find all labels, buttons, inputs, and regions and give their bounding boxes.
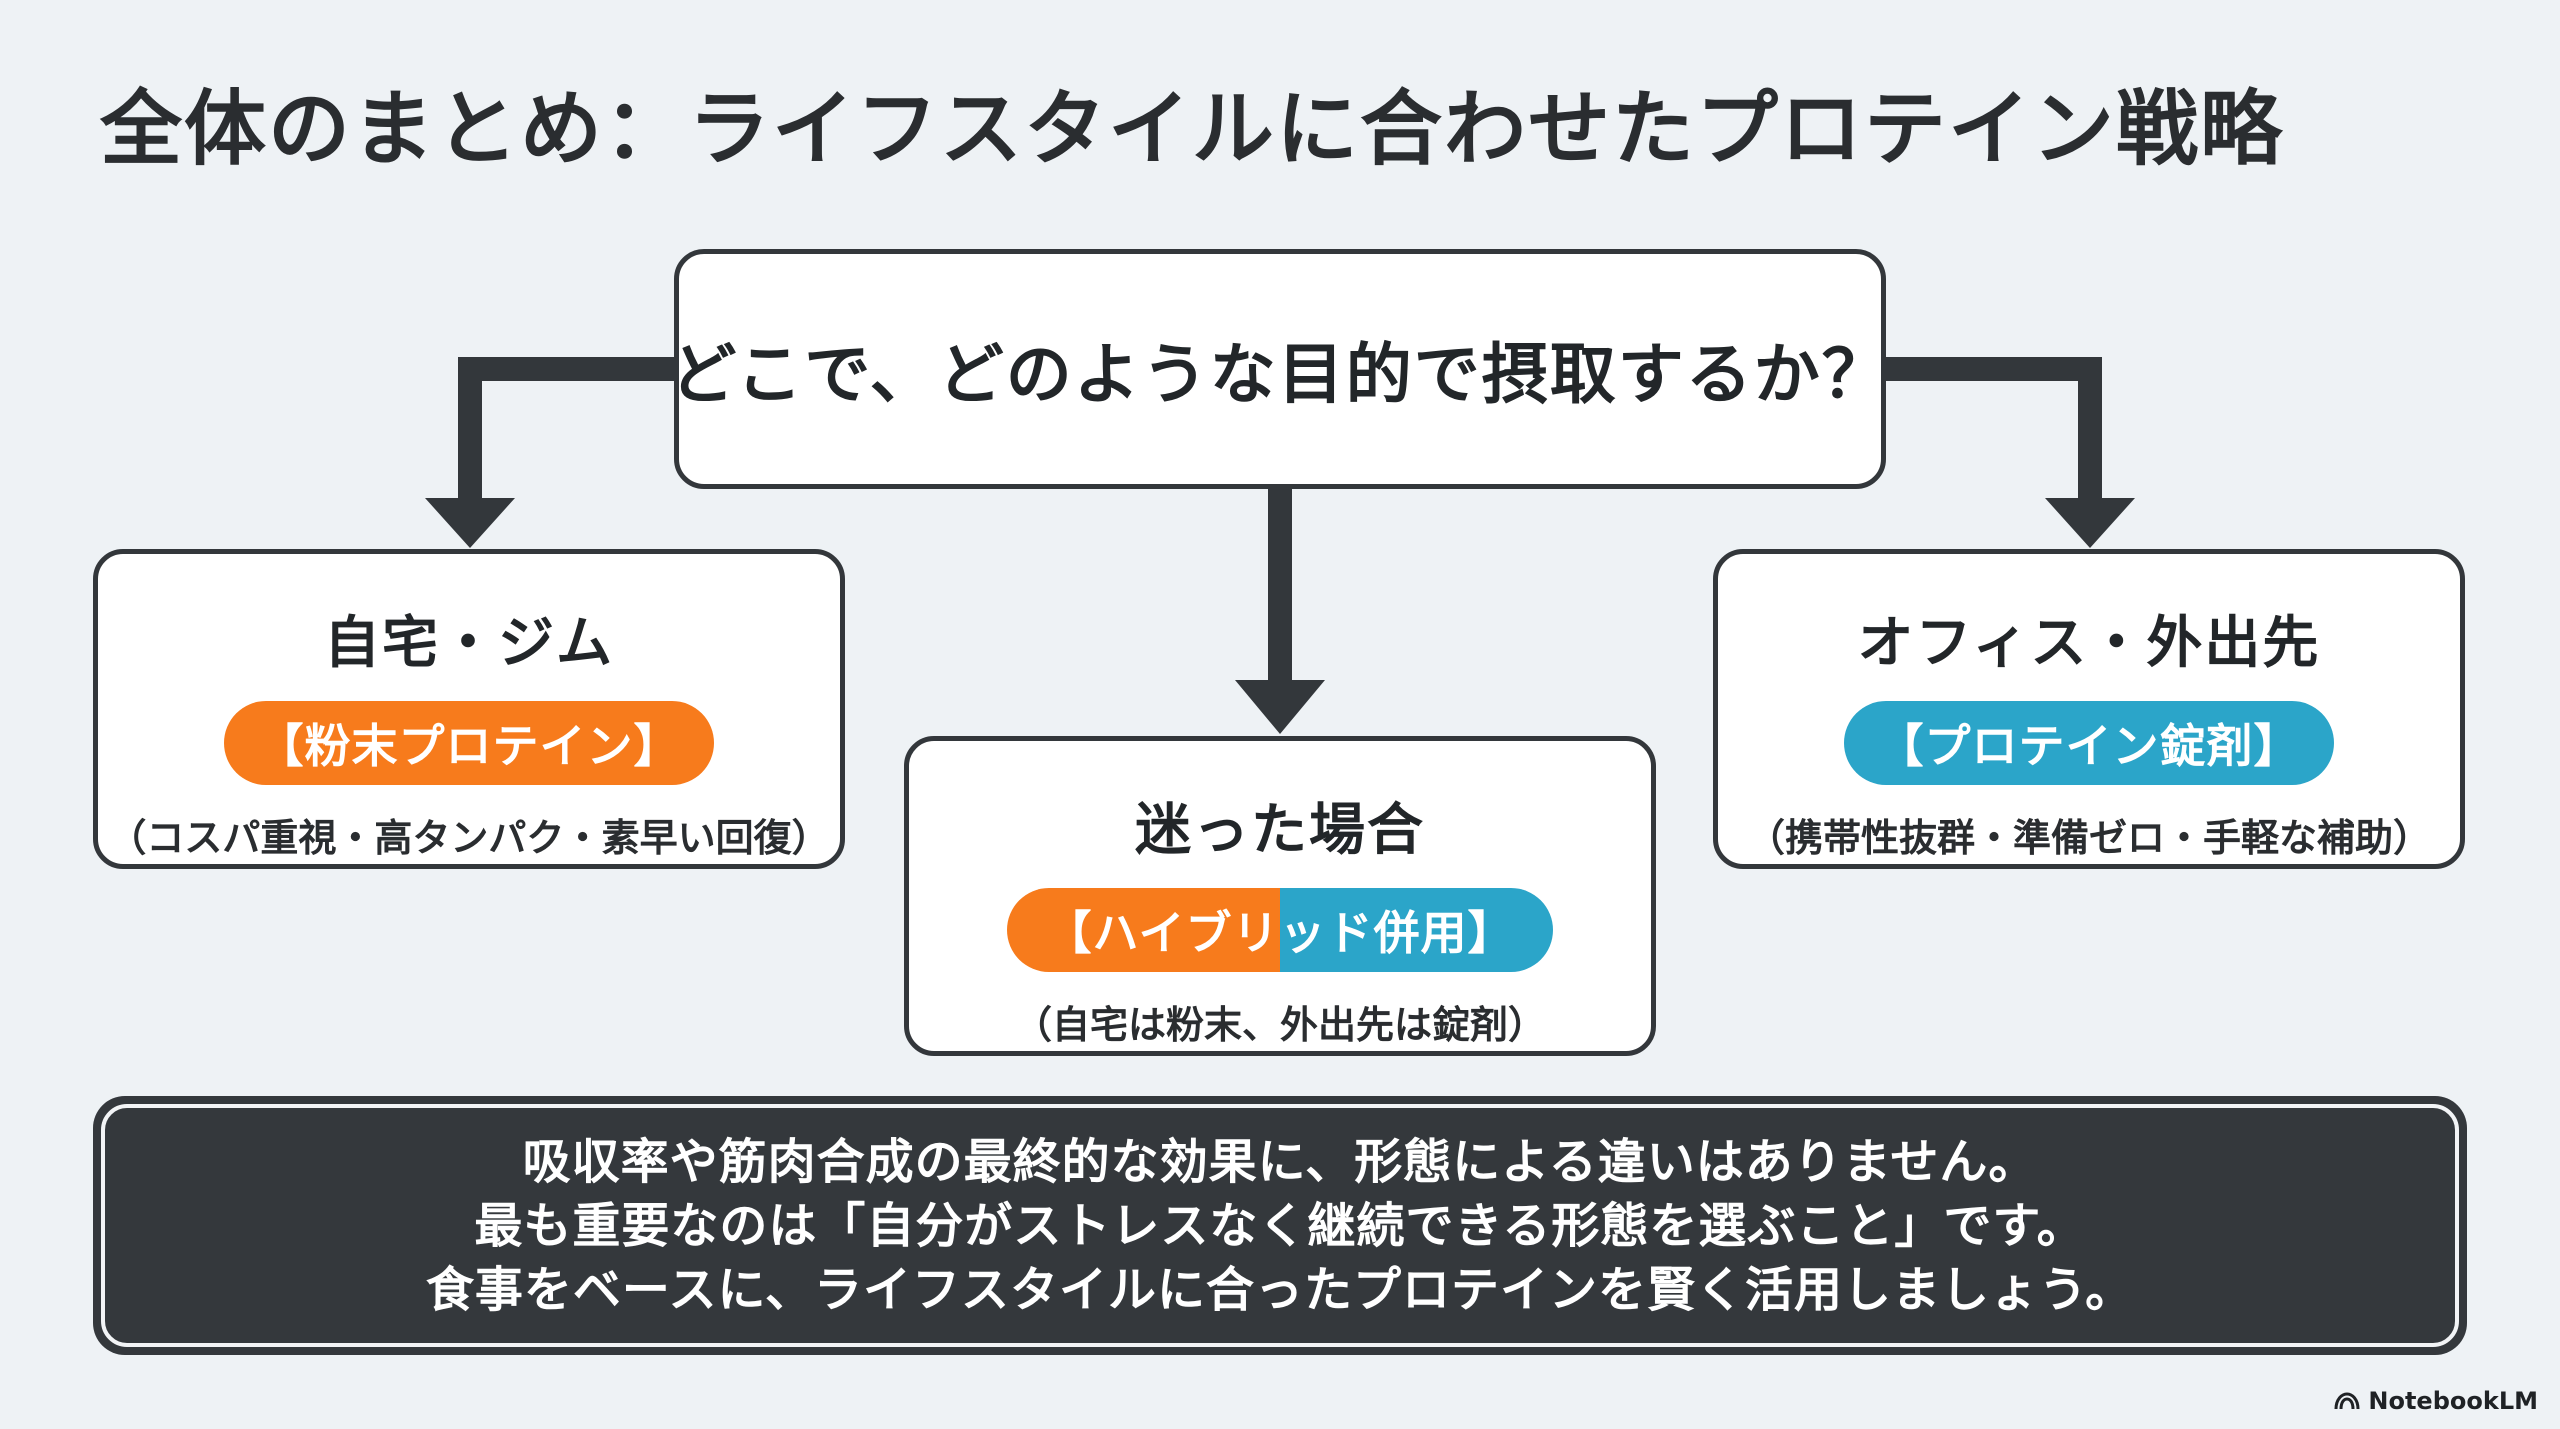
question-box: どこで、どのような目的で摂取するか？ — [670, 249, 1888, 489]
footer-brand-label: NotebookLM — [2368, 1387, 2538, 1415]
summary-line: 吸収率や筋肉合成の最終的な効果に、形態による違いはありません。 — [522, 1133, 2038, 1190]
option-office-outside: オフィス・外出先 【プロテイン錠剤】 （携帯性抜群・準備ゼロ・手軽な補助） — [1713, 549, 2465, 869]
summary-box: 吸収率や筋肉合成の最終的な効果に、形態による違いはありません。 最も重要なのは「… — [93, 1096, 2467, 1355]
question-text: どこで、どのような目的で摂取するか？ — [670, 336, 1890, 413]
arrow-center-head — [1235, 680, 1325, 734]
arrow-left-connector — [458, 357, 676, 508]
summary-line: 最も重要なのは「自分がストレスなく継続できる形態を選ぶこと」です。 — [474, 1197, 2086, 1254]
summary-line: 食事をベースに、ライフスタイルに合ったプロテインを賢く活用しましょう。 — [425, 1261, 2135, 1318]
page-title: 全体のまとめ：ライフスタイルに合わせたプロテイン戦略 — [100, 82, 2285, 177]
option-description: （自宅は粉末、外出先は錠剤） — [1013, 1003, 1546, 1047]
notebooklm-logo-icon — [2334, 1392, 2360, 1410]
footer-brand: NotebookLM — [2334, 1387, 2538, 1415]
option-pill-powder: 【粉末プロテイン】 — [224, 701, 714, 785]
arrow-right-head — [2045, 498, 2135, 548]
option-undecided: 迷った場合 【ハイブリッド併用】 （自宅は粉末、外出先は錠剤） — [904, 736, 1656, 1056]
option-home-gym: 自宅・ジム 【粉末プロテイン】 （コスパ重視・高タンパク・素早い回復） — [93, 549, 845, 869]
option-title: 迷った場合 — [1135, 798, 1425, 863]
option-title: オフィス・外出先 — [1857, 611, 2321, 676]
option-title: 自宅・ジム — [324, 611, 614, 676]
option-pill-tablet: 【プロテイン錠剤】 — [1844, 701, 2334, 785]
summary-inner-frame: 吸収率や筋肉合成の最終的な効果に、形態による違いはありません。 最も重要なのは「… — [101, 1104, 2459, 1347]
arrow-left-head — [425, 498, 515, 548]
option-description: （コスパ重視・高タンパク・素早い回復） — [108, 816, 830, 860]
option-pill-hybrid: 【ハイブリッド併用】 — [1007, 888, 1553, 972]
arrow-right-connector — [1884, 357, 2102, 508]
option-description: （携帯性抜群・準備ゼロ・手軽な補助） — [1746, 816, 2431, 860]
